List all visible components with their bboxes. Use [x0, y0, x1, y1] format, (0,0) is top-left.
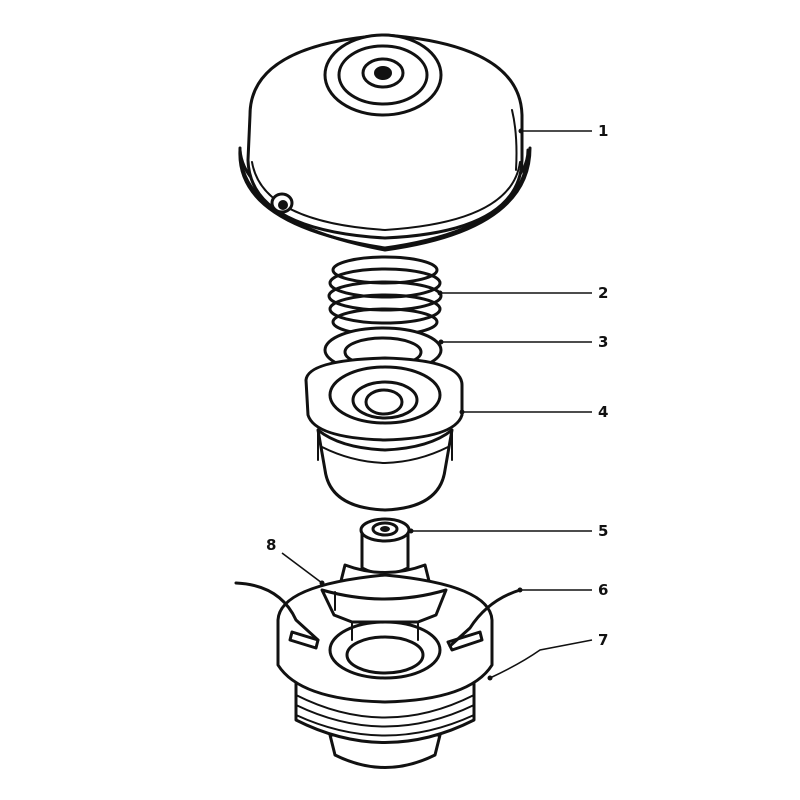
part-6-trimmer-line: [234, 581, 522, 648]
callout-5: 5: [598, 522, 608, 540]
callout-3: 3: [598, 333, 608, 351]
callout-2: 2: [598, 284, 608, 302]
part-8-retainer: [320, 588, 448, 641]
callout-labels: 1 2 3 4 5 6 7 8: [266, 122, 608, 649]
part-2-spring: [327, 255, 443, 337]
callout-4: 4: [598, 403, 608, 421]
part-1-cover-cap: [238, 33, 532, 252]
callout-7: 7: [598, 631, 608, 649]
callout-6: 6: [598, 581, 608, 599]
part-4-housing-cup: [304, 356, 464, 512]
callout-8: 8: [266, 536, 276, 554]
leader-lines: [281, 128, 593, 681]
callout-1: 1: [598, 122, 608, 140]
